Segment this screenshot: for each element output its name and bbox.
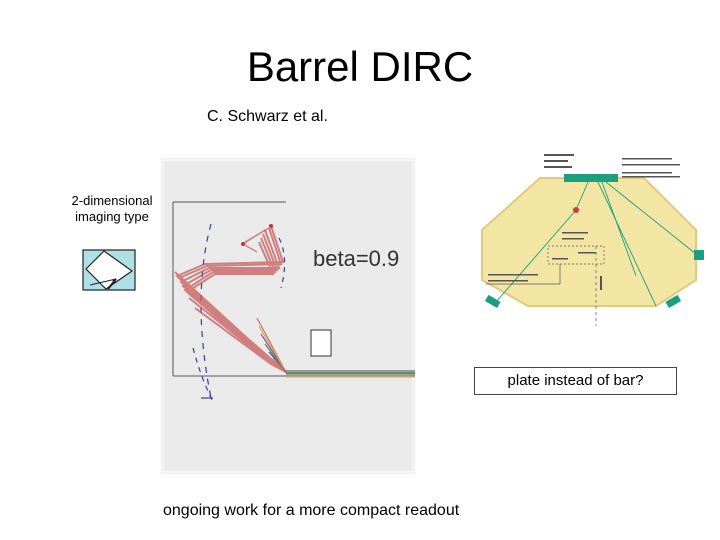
- dirc-simulation-plot: beta=0.9: [161, 158, 415, 474]
- imaging-type-label: 2-dimensional imaging type: [71, 193, 153, 224]
- beta-label: beta=0.9: [313, 246, 399, 271]
- dirc-octagon-diagram: [481, 154, 704, 326]
- footer-note: ongoing work for a more compact readout: [163, 502, 460, 519]
- author-credit: C. Schwarz et al.: [207, 108, 328, 125]
- slide-title: Barrel DIRC: [246, 43, 474, 90]
- plate-callout-box: plate instead of bar?: [474, 367, 677, 395]
- prism-bar-icon: [82, 249, 136, 291]
